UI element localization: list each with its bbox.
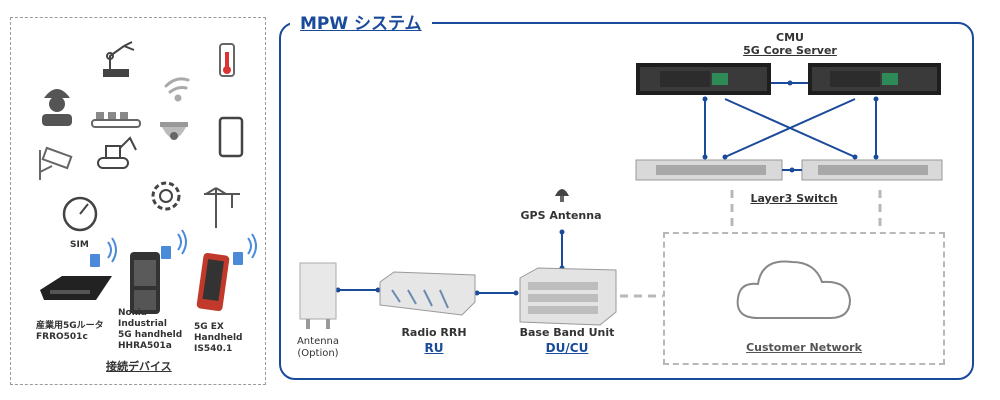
wifi-icon — [164, 77, 190, 102]
system-title: MPW システム — [290, 9, 432, 34]
rrh-label: Radio RRH RU — [401, 326, 467, 355]
antenna-icon — [299, 262, 337, 329]
worker-icon — [42, 89, 72, 126]
switch-label: Layer3 Switch — [750, 192, 838, 205]
cloud-icon — [736, 260, 852, 319]
gps-label: GPS Antenna — [520, 209, 602, 222]
bbu-label: Base Band Unit DU/CU — [519, 326, 615, 355]
tablet-icon — [218, 116, 244, 158]
excavator-icon — [97, 136, 137, 169]
sim-label: SIM — [70, 240, 89, 250]
ex-handheld-icon — [196, 252, 230, 312]
gear-icon — [151, 181, 181, 211]
customer-network-box — [663, 232, 945, 365]
core-server-icon — [636, 63, 771, 95]
core-server-icon — [808, 63, 941, 95]
mpw-system-frame — [279, 22, 974, 380]
antenna-label: Antenna (Option) — [296, 336, 340, 359]
devices-caption: 接続デバイス — [106, 360, 172, 373]
industrial-router-icon — [40, 276, 112, 300]
ex-handheld-label: 5G EX Handheld IS540.1 — [194, 322, 243, 354]
customer-link — [620, 190, 882, 298]
gps-antenna-icon — [555, 189, 569, 202]
bbu-icon — [519, 267, 617, 326]
sim-card-icon — [90, 246, 243, 267]
nokia-handheld-icon — [130, 252, 160, 314]
l3-switch-icon — [801, 159, 943, 181]
crane-icon — [204, 187, 240, 228]
radio-rrh-icon — [379, 271, 476, 316]
thermometer-icon — [219, 43, 235, 77]
conveyor-icon — [91, 112, 141, 128]
nokia-label: Nokia Industrial 5G handheld HHRA501a — [118, 308, 183, 351]
cmu-subtitle: 5G Core Server — [743, 44, 837, 57]
robot-arm-icon — [103, 41, 135, 77]
cmu-title: CMU — [776, 31, 804, 44]
customer-network-label: Customer Network — [746, 341, 862, 354]
network-link — [336, 82, 877, 294]
dome-camera-icon — [160, 122, 188, 140]
connected-devices-panel — [10, 17, 266, 385]
gauge-icon — [62, 196, 98, 232]
cctv-icon — [39, 146, 73, 180]
signal-icon — [107, 229, 257, 263]
router-label: 産業用5Gルータ FRRO501c — [36, 321, 104, 342]
